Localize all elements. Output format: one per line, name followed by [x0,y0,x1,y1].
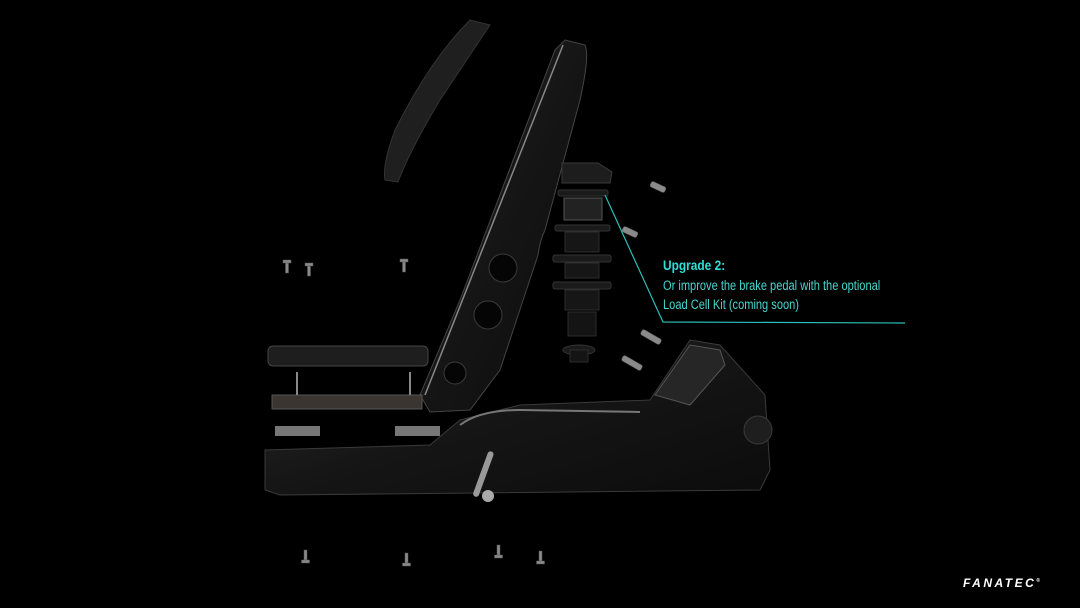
pcb-board [271,394,423,410]
arm-hole-1 [488,253,518,283]
screw [494,544,503,559]
callout-description: Or improve the brake pedal with the opti… [663,276,880,314]
screw [621,226,639,238]
screw [301,549,310,564]
upgrade-callout: Upgrade 2: Or improve the brake pedal wi… [663,257,928,314]
base-hole [743,415,773,445]
screw [399,258,409,273]
screw [402,552,411,567]
callout-title: Upgrade 2: [663,257,726,273]
callout-leader-line [604,194,906,324]
screw [640,329,662,345]
screw [621,355,643,371]
screw [304,262,314,277]
screws [282,181,667,567]
base-frame [264,339,771,496]
logo-text: FANATEC [963,576,1037,590]
spring-stack [552,162,613,363]
screw [536,550,545,565]
heel-bar [267,345,429,367]
callout-line-1: Or improve the brake pedal with the opti… [663,278,881,293]
bolt [473,451,494,497]
fanatec-logo: FANATEC® [963,576,1040,590]
registered-mark: ® [1036,578,1040,584]
pedal-arm [419,39,588,413]
screw [282,259,292,274]
pivot-bracket [654,344,726,406]
arm-hole-3 [443,361,467,385]
arm-hole-2 [473,300,503,330]
callout-line-2: Load Cell Kit (coming soon) [663,297,799,312]
screw [649,181,667,193]
pedal-face-plate [384,19,491,183]
